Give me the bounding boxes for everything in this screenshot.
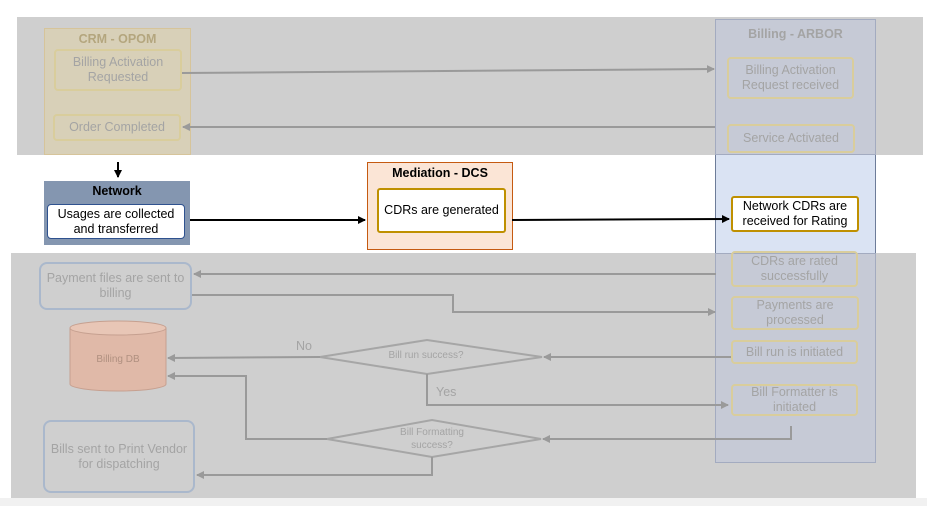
bill-formatting-success-label: Bill Formatting success?: [400, 427, 464, 451]
bill-formatting-success-diamond[interactable]: [326, 418, 542, 459]
usages-collected-box[interactable]: Usages are collected and transferred: [47, 204, 185, 239]
payments-processed-box[interactable]: Payments are processed: [731, 296, 859, 330]
bill-run-initiated-box[interactable]: Bill run is initiated: [731, 340, 858, 364]
cdrs-rated-box[interactable]: CDRs are rated successfully: [731, 251, 858, 287]
payment-files-sent-box[interactable]: Payment files are sent to billing: [39, 262, 192, 310]
arbor-swimlane-bottom: [715, 253, 876, 463]
no-label: No: [296, 339, 312, 353]
network-title: Network: [92, 184, 142, 198]
cdrs-generated-box[interactable]: CDRs are generated: [377, 188, 506, 233]
billing-db-cylinder[interactable]: [69, 320, 167, 392]
bill-formatter-initiated-box[interactable]: Bill Formatter is initiated: [731, 384, 858, 416]
page-bottom-strip: [0, 498, 927, 506]
order-completed-box[interactable]: Order Completed: [53, 114, 181, 141]
billing-activation-received-box[interactable]: Billing Activation Request received: [727, 57, 854, 99]
network-cdrs-received-box[interactable]: Network CDRs are received for Rating: [731, 196, 859, 232]
arbor-title: Billing - ARBOR: [748, 27, 843, 41]
crm-title: CRM - OPOM: [78, 32, 157, 46]
billing-db-label: Billing DB: [96, 354, 140, 365]
bill-run-success-label: Bill run success?: [388, 350, 464, 361]
yes-label: Yes: [436, 385, 457, 399]
mediation-title: Mediation - DCS: [392, 166, 488, 180]
arbor-swimlane-top: [715, 19, 876, 155]
bills-sent-box[interactable]: Bills sent to Print Vendor for dispatchi…: [43, 420, 195, 493]
bill-run-success-diamond[interactable]: [319, 338, 543, 376]
billing-activation-requested-box[interactable]: Billing Activation Requested: [54, 49, 182, 91]
service-activated-box[interactable]: Service Activated: [727, 124, 855, 153]
